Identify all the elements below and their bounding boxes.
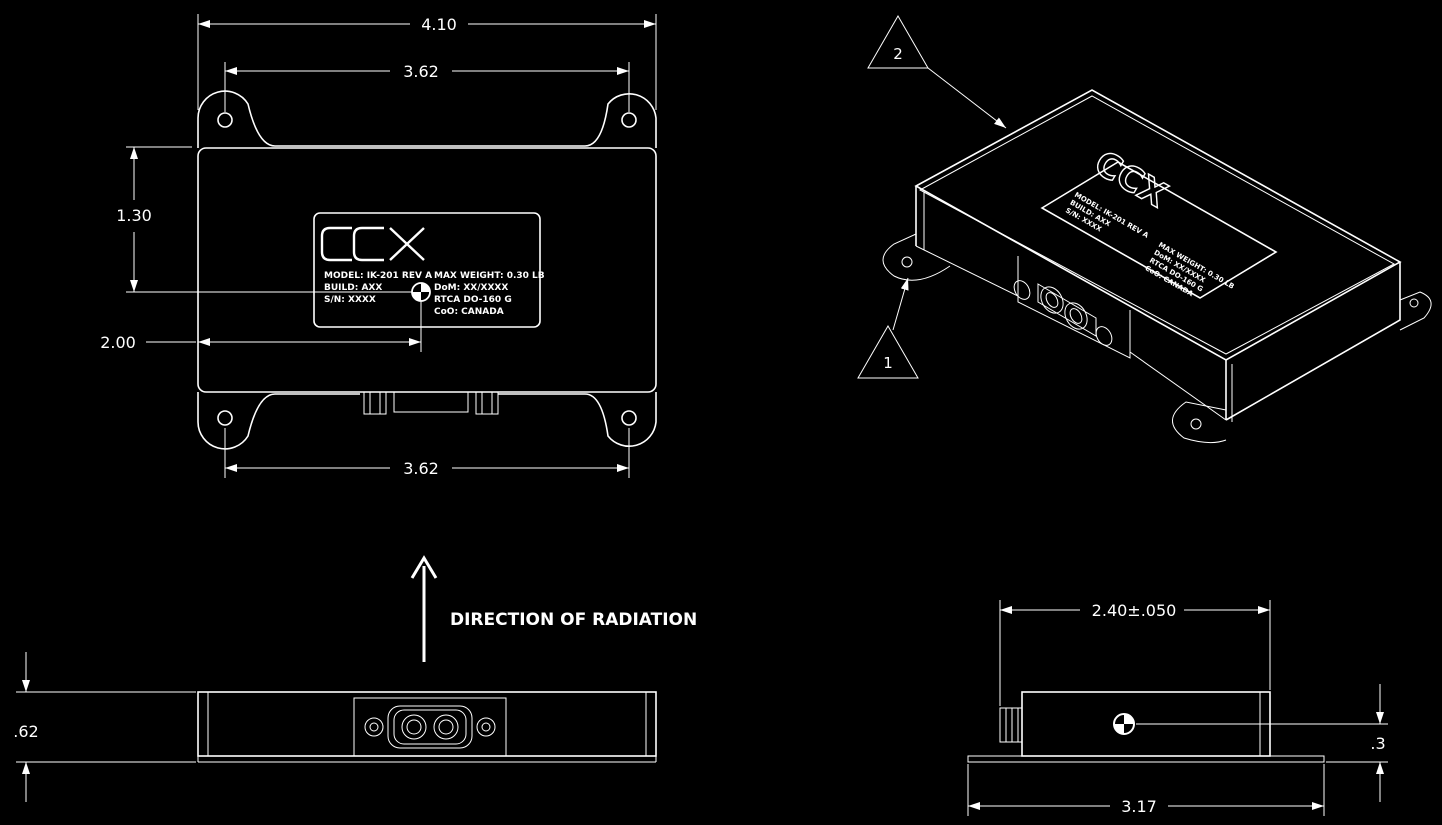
label-build: BUILD: AXX	[324, 283, 382, 293]
mounting-hole	[621, 112, 637, 128]
top-view-connector	[363, 391, 499, 415]
label-model: MODEL: IK-201 REV A	[324, 271, 432, 281]
iso-top-face	[914, 89, 1402, 361]
iso-flange	[882, 233, 951, 281]
label-rtca: RTCA DO-160 G	[434, 295, 512, 305]
top-view-body	[197, 147, 657, 393]
iso-connector	[1013, 256, 1131, 359]
label-serial: S/N: XXXX	[324, 295, 376, 305]
label-coo: CoO: CANADA	[434, 307, 504, 317]
dim-hole-spacing-top: 3.62	[403, 62, 439, 81]
mounting-hole	[217, 112, 233, 128]
dim-front-height: .62	[13, 722, 38, 741]
top-view-flange-outline	[197, 90, 657, 148]
top-view: MODEL: IK-201 REV A BUILD: AXX S/N: XXXX…	[100, 14, 657, 478]
side-view-flange	[967, 755, 1325, 763]
ccx-logo	[320, 226, 425, 262]
product-label	[313, 212, 541, 328]
dim-side-depth: 2.40±.050	[1092, 601, 1177, 620]
label-max-weight: MAX WEIGHT: 0.30 LB	[434, 271, 545, 281]
callout-1: 1	[857, 277, 919, 379]
svg-text:1: 1	[883, 354, 893, 372]
iso-product-label	[1040, 161, 1278, 299]
side-view-connector	[999, 707, 1023, 743]
direction-of-radiation: DIRECTION OF RADIATION	[410, 555, 697, 662]
side-center-of-gravity-symbol	[1113, 713, 1135, 735]
front-view-connector	[353, 697, 507, 757]
isometric-view: CCX MODEL: IK-201 REV A BUILD: AXX S/N: …	[857, 14, 1432, 444]
dim-side-offset: .3	[1370, 734, 1385, 753]
direction-label: DIRECTION OF RADIATION	[450, 610, 697, 630]
callout-2: 2	[867, 14, 1007, 129]
side-view: 2.40±.050 .3 3.17	[967, 600, 1388, 816]
mounting-hole	[621, 410, 637, 426]
front-view: .62	[13, 652, 657, 802]
dim-label-width: 2.00	[100, 333, 136, 352]
dim-overall-width: 4.10	[421, 15, 457, 34]
center-of-gravity-symbol	[411, 282, 431, 302]
svg-text:2: 2	[893, 45, 903, 63]
dim-hole-spacing-bottom: 3.62	[403, 459, 439, 478]
label-dom: DoM: XX/XXXX	[434, 283, 508, 293]
dim-label-height: 1.30	[116, 206, 152, 225]
dim-side-length: 3.17	[1121, 797, 1157, 816]
front-view-body	[197, 691, 657, 757]
mounting-hole	[217, 410, 233, 426]
